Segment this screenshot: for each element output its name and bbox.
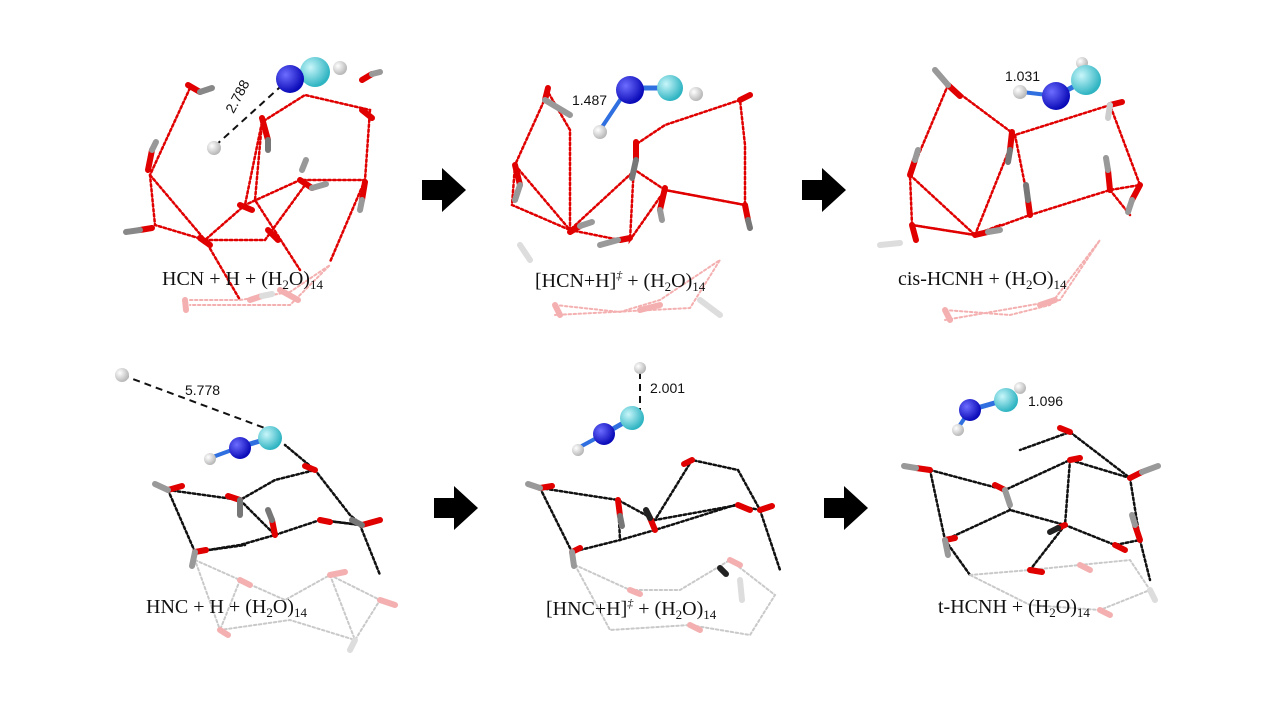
panel-trans-hcnh-cluster	[901, 382, 1161, 618]
hydrogen-atom	[634, 362, 646, 374]
water-molecules	[877, 67, 1143, 323]
hydrogen-atom	[204, 453, 216, 465]
panel-label-cis-hcnh: cis-HCNH + (H2O)14	[898, 268, 1067, 292]
hydrogen-atom	[952, 424, 964, 436]
hydrogen-bond-network	[928, 430, 1152, 582]
nitrogen-atom	[593, 423, 615, 445]
nitrogen-atom	[1042, 82, 1070, 110]
carbon-atom	[1071, 65, 1101, 95]
hcn-molecule	[276, 57, 347, 93]
faded-hydrogen-bonds	[969, 558, 1152, 612]
nitrogen-atom	[229, 437, 251, 459]
hydrogen-atom	[1014, 382, 1026, 394]
hydrogen-atom	[593, 125, 607, 139]
faded-hydrogen-bonds	[574, 558, 777, 637]
carbon-atom	[258, 426, 282, 450]
distance-label: 1.096	[1028, 393, 1064, 409]
hydrogen-atom	[689, 87, 703, 101]
distance-label: 5.778	[185, 382, 221, 398]
distance-line	[121, 374, 271, 431]
water-molecules	[152, 463, 398, 653]
water-cluster	[123, 69, 383, 313]
water-molecules	[512, 85, 753, 318]
hydrogen-atom	[1013, 85, 1027, 99]
carbon-atom	[300, 57, 330, 87]
distance-label: 1.031	[1005, 68, 1041, 84]
reaction-arrows	[422, 168, 868, 530]
panel-cis-hcnh-cluster	[877, 57, 1143, 323]
carbon-atom	[620, 406, 644, 430]
distance-line	[214, 77, 291, 147]
panel-label-hcn-h-ts: [HCN+H]‡ + (H2O)14	[535, 268, 706, 294]
panel-hnc-h-cluster	[115, 368, 398, 653]
panel-hcn-h-transition-state	[510, 75, 753, 318]
panel-label-hnc-h-ts: [HNC+H]‡ + (H2O)14	[546, 596, 717, 622]
arrow-right-icon	[802, 168, 846, 212]
arrow-right-icon	[824, 486, 868, 530]
hcnh-molecule	[1013, 57, 1101, 110]
hnc-molecule	[572, 406, 644, 456]
hcn-molecule	[616, 75, 703, 104]
distance-label: 1.487	[572, 92, 608, 108]
distance-label: 2.001	[650, 380, 686, 396]
hydrogen-atom	[115, 368, 129, 382]
hnc-molecule	[204, 426, 282, 465]
panel-hcn-h-cluster	[123, 57, 383, 313]
hydrogen-atom	[572, 444, 584, 456]
nitrogen-atom	[276, 65, 304, 93]
panel-label-hnc-h: HNC + H + (H2O)14	[146, 596, 307, 620]
hydrogen-atom	[207, 141, 221, 155]
carbon-atom	[994, 388, 1018, 412]
water-molecules	[901, 425, 1161, 618]
arrow-right-icon	[422, 168, 466, 212]
nitrogen-atom	[959, 399, 981, 421]
panel-label-trans-hcnh: t-HCNH + (H2O)14	[938, 596, 1090, 620]
arrow-right-icon	[434, 486, 478, 530]
faded-hydrogen-bonds	[554, 259, 721, 316]
hydrogen-bond-network	[510, 90, 747, 245]
panel-hnc-h-transition-state	[525, 362, 782, 637]
hydrogen-bond-network	[166, 443, 382, 577]
nitrogen-atom	[616, 76, 644, 104]
water-molecules	[525, 457, 775, 633]
hydrogen-atom	[333, 61, 347, 75]
water-molecules	[123, 69, 383, 313]
panel-label-hcn-h: HCN + H + (H2O)14	[162, 268, 323, 292]
hcnh-molecule	[952, 382, 1026, 436]
faded-hydrogen-bonds	[189, 264, 331, 306]
hydrogen-bond-network	[538, 458, 782, 572]
carbon-atom	[657, 75, 683, 101]
